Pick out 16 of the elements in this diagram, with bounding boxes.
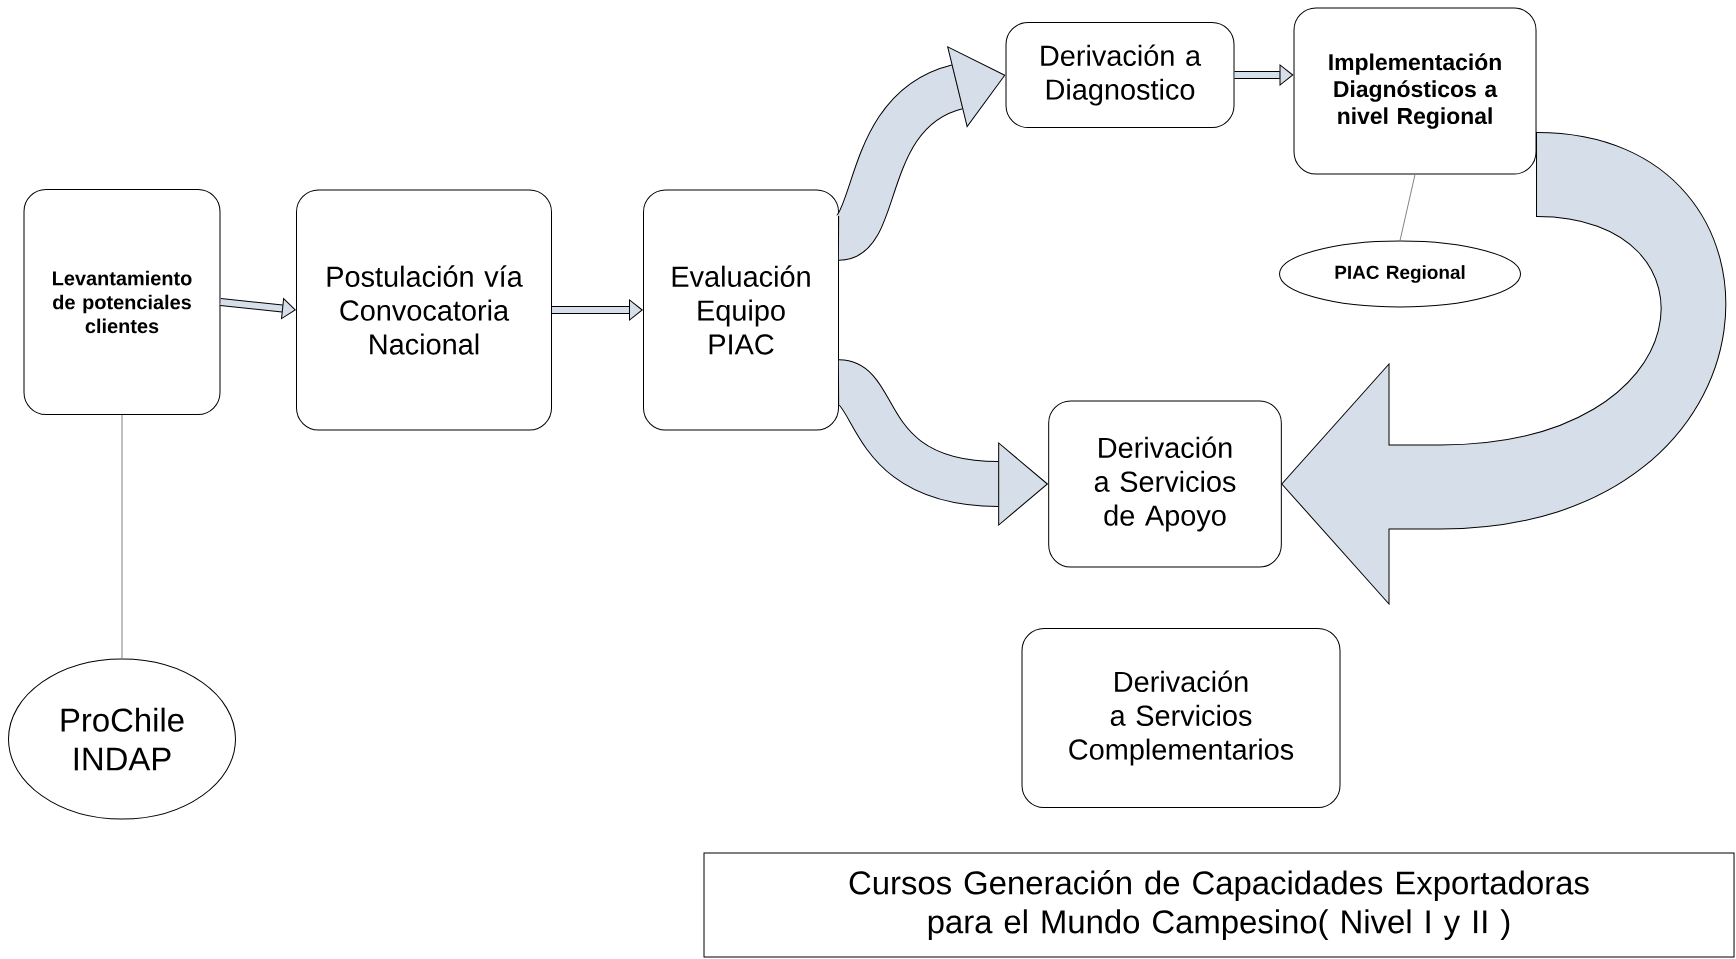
note-box: Cursos Generación de Capacidades Exportadoras para el Mundo Campesino( Nivel I y II ) — [703, 852, 1735, 958]
process-box: Derivación a Servicios Complementarios — [1021, 628, 1341, 808]
block-arrow — [220, 298, 296, 320]
block-arrow — [1281, 132, 1725, 605]
process-box: Implementación Diagnósticos a nivel Regional — [1293, 7, 1537, 175]
process-box: Derivación a Servicios de Apoyo — [1048, 400, 1282, 568]
process-box: Levantamiento de potenciales clientes — [23, 189, 221, 415]
block-arrow — [552, 299, 643, 321]
process-box: Evaluación Equipo PIAC — [643, 189, 839, 431]
connector-line — [121, 414, 123, 659]
block-arrow — [1234, 64, 1294, 86]
process-box: Postulación vía Convocatoria Nacional — [296, 189, 552, 431]
ellipse-node: PIAC Regional — [1279, 240, 1521, 308]
connector-line — [1399, 174, 1416, 241]
ellipse-node: ProChile INDAP — [8, 658, 236, 820]
process-box: Derivación a Diagnostico — [1005, 22, 1235, 128]
